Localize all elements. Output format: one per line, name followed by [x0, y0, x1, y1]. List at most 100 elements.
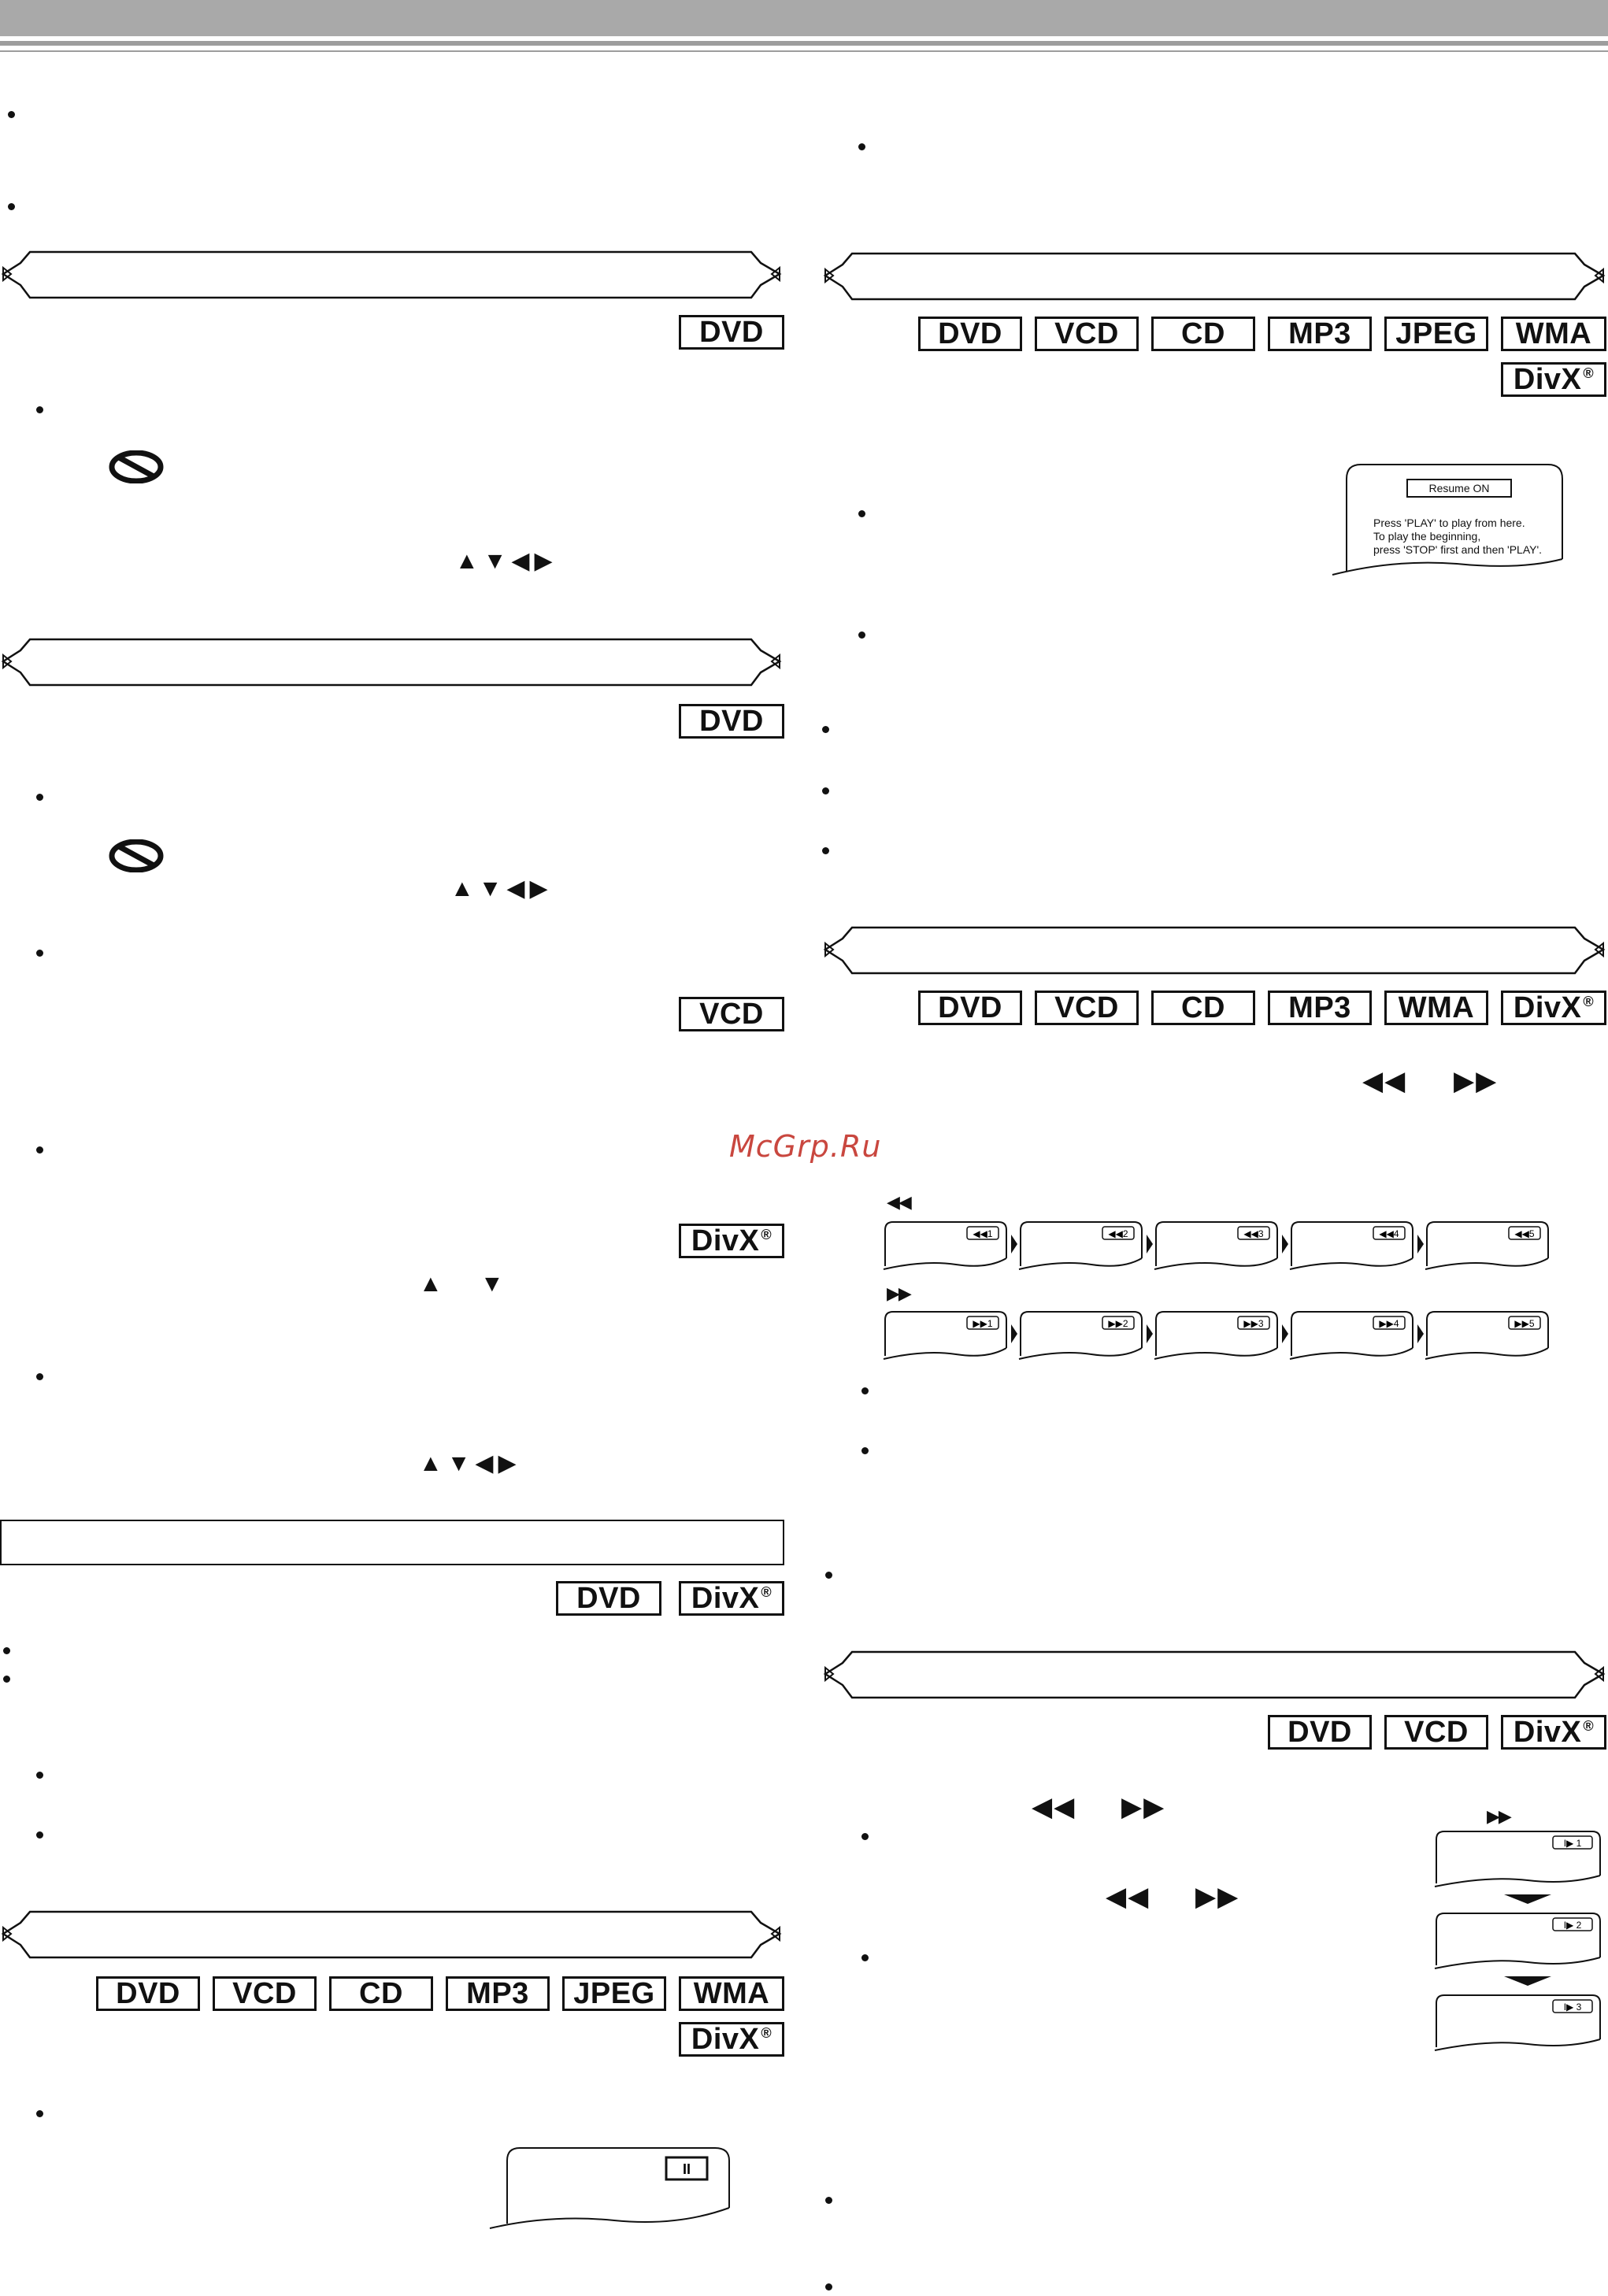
prohibited-icon — [109, 839, 164, 872]
bullet — [861, 1954, 869, 1961]
bullet — [861, 1447, 869, 1454]
next-arrow-icon — [1011, 1235, 1017, 1254]
badge-dvd: DVD — [679, 704, 784, 739]
resume-title: Resume ON — [1406, 479, 1512, 498]
screen-edge — [1434, 1875, 1601, 1887]
screen-edge — [1154, 1257, 1278, 1270]
reverse-search-icon: ◀◀ — [1362, 1066, 1407, 1096]
bullet — [8, 111, 15, 118]
badge-cd: CD — [1151, 317, 1255, 351]
slow-label-box — [1552, 1999, 1593, 2013]
speed-label: ▶▶1 — [973, 1318, 992, 1329]
slow-label-box — [1552, 1835, 1593, 1850]
up-button-icon: ▲ — [419, 1271, 447, 1297]
bullet — [858, 143, 865, 150]
screen-edge — [1018, 1257, 1143, 1270]
badge-wma: WMA — [1501, 317, 1606, 351]
badge-dvd: DVD — [918, 991, 1022, 1025]
reverse-search-icon: ◀◀ — [887, 1192, 912, 1212]
screen-frame — [1426, 1311, 1549, 1356]
screen-edge — [1289, 1257, 1413, 1270]
badge-vcd: VCD — [1384, 1715, 1488, 1750]
section-header — [823, 252, 1606, 301]
bullet — [825, 2283, 832, 2290]
bullet — [36, 794, 43, 801]
badge-vcd: VCD — [213, 1976, 317, 2011]
bullet — [3, 1676, 10, 1683]
speed-label: ◀◀1 — [973, 1228, 992, 1239]
bullet — [861, 1387, 869, 1394]
bullet — [36, 950, 43, 957]
screen-edge — [1434, 1957, 1601, 1969]
badge-divx: DivX® — [679, 1581, 784, 1616]
badge-divx: DivX® — [679, 2022, 784, 2057]
bullet — [822, 726, 829, 733]
screen-edge — [1018, 1347, 1143, 1360]
badge-divx: DivX® — [1501, 991, 1606, 1025]
next-arrow-icon — [1417, 1235, 1424, 1254]
resume-message: Press 'PLAY' to play from here. To play … — [1373, 517, 1570, 557]
forward-search-icon: ▶▶ — [887, 1283, 912, 1303]
section-header — [823, 1650, 1606, 1699]
speed-label-box — [1508, 1316, 1541, 1330]
screen-edge — [1289, 1347, 1413, 1360]
bullet — [36, 1772, 43, 1779]
forward-search-icon: ▶▶ — [1195, 1882, 1240, 1912]
speed-label-box — [1373, 1226, 1406, 1240]
screen-frame — [884, 1221, 1007, 1266]
section-header — [1, 638, 782, 687]
slow-label: I▶ 2 — [1564, 1920, 1582, 1931]
next-arrow-icon — [1011, 1324, 1017, 1343]
badge-dvd: DVD — [918, 317, 1022, 351]
bullet — [858, 631, 865, 639]
speed-label: ◀◀2 — [1108, 1228, 1128, 1239]
bullet — [822, 787, 829, 794]
screen-frame — [1426, 1221, 1549, 1266]
speed-label: ▶▶2 — [1108, 1318, 1128, 1329]
badge-mp3: MP3 — [446, 1976, 550, 2011]
reverse-search-screens: ◀◀1◀◀2◀◀3◀◀4◀◀5 — [883, 1221, 1549, 1270]
resume-line: To play the beginning, — [1373, 530, 1481, 543]
badge-divx: DivX® — [1501, 362, 1606, 397]
speed-label: ◀◀5 — [1514, 1228, 1534, 1239]
section-header — [1, 250, 782, 299]
down-button-icon: ▼ — [480, 1271, 509, 1297]
cursor-buttons-icon: ▲▼◀▶ — [450, 876, 553, 902]
badge-dvd: DVD — [1268, 1715, 1372, 1750]
speed-label: ▶▶4 — [1379, 1318, 1399, 1329]
speed-label-box — [966, 1226, 999, 1240]
bullet — [825, 2197, 832, 2204]
resume-line: press 'STOP' first and then 'PLAY'. — [1373, 543, 1543, 556]
screen-edge — [883, 1347, 1007, 1360]
next-arrow-icon — [1282, 1324, 1288, 1343]
screen-frame — [1155, 1221, 1278, 1266]
pause-screen-illustration: II — [489, 2147, 730, 2229]
screen-edge — [1425, 1257, 1549, 1270]
bullet — [3, 1647, 10, 1654]
header-rule — [0, 41, 1608, 46]
bullet — [822, 847, 829, 854]
badge-vcd: VCD — [1035, 991, 1139, 1025]
resume-screen-illustration — [1332, 464, 1563, 576]
watermark: McGrp.Ru — [729, 1129, 882, 1164]
bullet — [36, 406, 43, 413]
screen-frame — [1436, 1913, 1601, 1965]
slow-motion-screens: I▶ 1I▶ 2I▶ 3 — [1434, 1831, 1601, 2051]
badge-dvd: DVD — [679, 315, 784, 350]
badge-dvd: DVD — [96, 1976, 200, 2011]
next-arrow-icon — [1147, 1235, 1153, 1254]
forward-slow-icon: ▶▶ — [1487, 1806, 1512, 1826]
cursor-buttons-icon: ▲▼◀▶ — [419, 1450, 521, 1476]
badge-divx: DivX® — [1501, 1715, 1606, 1750]
screen-frame — [1436, 1994, 1601, 2047]
screen-frame — [1291, 1311, 1413, 1356]
forward-search-screens: ▶▶1▶▶2▶▶3▶▶4▶▶5 — [883, 1311, 1549, 1360]
section-header-plain — [0, 1520, 784, 1565]
next-arrow-icon — [1417, 1324, 1424, 1343]
bullet — [36, 2110, 43, 2117]
forward-search-icon: ▶▶ — [1121, 1792, 1166, 1822]
down-arrow-icon — [1504, 1976, 1551, 1986]
slow-label-box — [1552, 1917, 1593, 1931]
speed-label-box — [1237, 1316, 1270, 1330]
header-rule-thin — [0, 50, 1608, 52]
